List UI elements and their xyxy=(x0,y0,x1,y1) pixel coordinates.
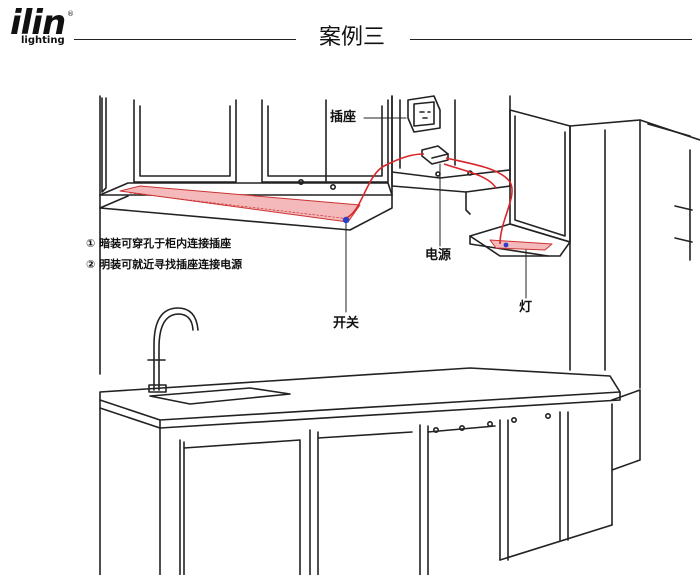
note-surface: ② 明装可就近寻找插座连接电源 xyxy=(86,258,243,271)
upper-cabinet-right xyxy=(469,109,571,257)
label-lamp: 灯 xyxy=(519,300,533,315)
lamp-indicator xyxy=(503,242,509,248)
upper-cabinet-left xyxy=(99,95,393,231)
light-strip-right xyxy=(489,239,553,251)
note-concealed: ① 暗装可穿孔于柜内连接插座 xyxy=(86,237,232,250)
header: ilin lighting ® 案例三 xyxy=(0,0,700,62)
page-title: 案例三 xyxy=(318,25,385,50)
brand-name: ilin xyxy=(10,3,66,43)
registered-mark: ® xyxy=(67,10,74,18)
power-adapter xyxy=(421,145,449,165)
label-socket: 插座 xyxy=(330,110,357,125)
wall-outlet xyxy=(407,95,441,133)
title-rule-left xyxy=(74,39,296,40)
lower-cabinets xyxy=(99,389,641,575)
tall-cabinet xyxy=(569,119,700,389)
brand-logo: ilin lighting ® xyxy=(10,3,74,48)
label-power: 电源 xyxy=(425,248,452,263)
sink xyxy=(149,387,291,405)
faucet xyxy=(147,307,199,393)
title-rule-right xyxy=(410,39,692,40)
countertop xyxy=(99,367,621,429)
switch-indicator xyxy=(342,216,350,224)
brand-tagline: lighting xyxy=(21,35,65,46)
light-strip-left xyxy=(119,185,361,223)
wiring xyxy=(345,153,513,245)
label-switch: 开关 xyxy=(333,316,360,331)
